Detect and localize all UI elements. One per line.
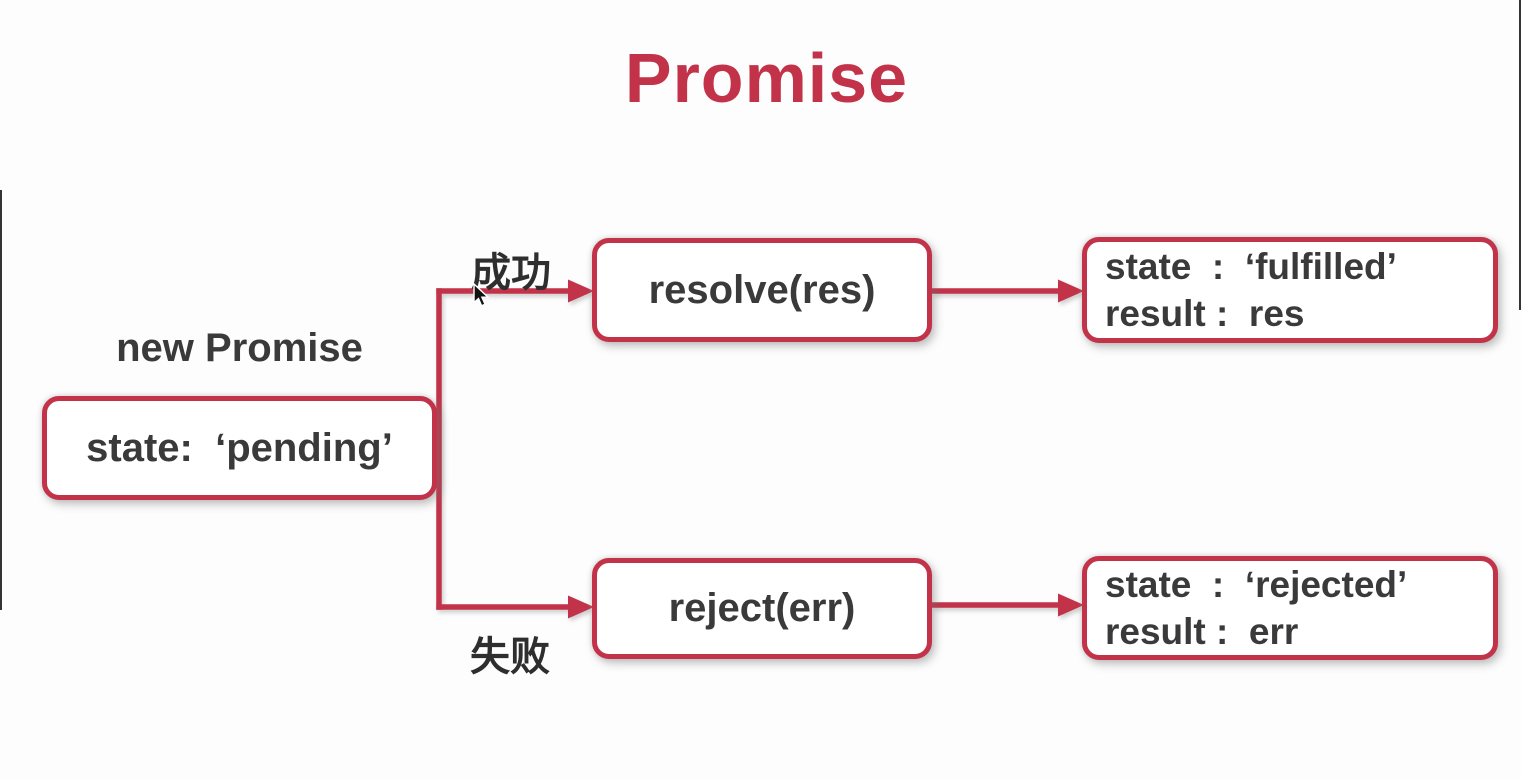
reject-box: reject(err)	[592, 558, 932, 659]
success-arrowhead-icon	[568, 279, 594, 303]
fulfilled-state-line2: result : res	[1105, 293, 1305, 334]
pending-state-box: state: ‘pending’	[42, 396, 437, 500]
fulfilled-state-box: state : ‘fulfilled’ result : res	[1082, 237, 1498, 343]
rejected-state-line1: state : ‘rejected’	[1105, 564, 1408, 605]
pending-state-text: state: ‘pending’	[86, 425, 393, 470]
page-title: Promise	[624, 39, 909, 117]
screen-edge-right	[1519, 0, 1521, 310]
fulfilled-arrowhead-icon	[1058, 279, 1084, 303]
resolve-box-text: resolve(res)	[648, 267, 876, 312]
screen-edge-left	[0, 190, 2, 610]
rejected-state-line2: result : err	[1105, 611, 1299, 652]
rejected-state-box: state : ‘rejected’ result : err	[1082, 556, 1498, 660]
fulfilled-state-line1: state : ‘fulfilled’	[1105, 246, 1397, 287]
resolve-box: resolve(res)	[592, 238, 932, 342]
success-label: 成功	[471, 251, 551, 295]
failure-label: 失败	[470, 635, 550, 679]
new-promise-label: new Promise	[116, 326, 363, 370]
reject-box-text: reject(err)	[668, 586, 856, 630]
failure-arrowhead-icon	[568, 595, 594, 619]
rejected-arrowhead-icon	[1058, 593, 1084, 617]
mouse-pointer-icon	[473, 283, 490, 307]
